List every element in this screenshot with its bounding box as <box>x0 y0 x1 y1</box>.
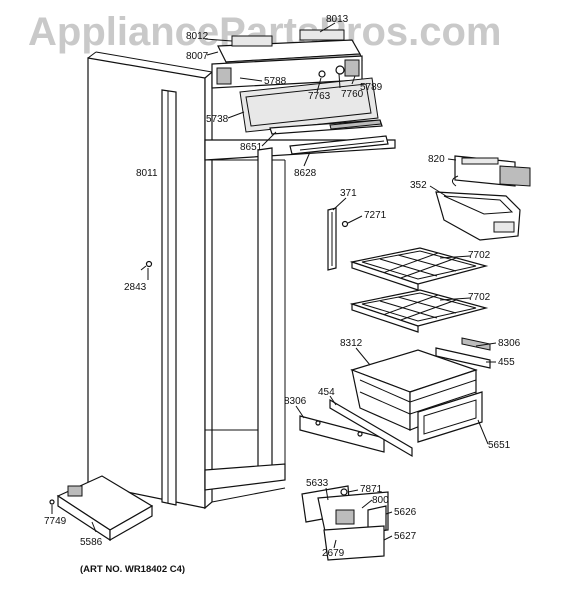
label-8013: 8013 <box>326 14 349 25</box>
door-trim-strip <box>161 89 177 506</box>
label-2843: 2843 <box>124 282 147 293</box>
air-duct <box>289 135 389 155</box>
label-5789: 5789 <box>360 82 383 93</box>
leader-lines <box>51 22 497 549</box>
ice-bucket <box>435 191 521 241</box>
label-8628: 8628 <box>294 168 317 179</box>
part-labels: 8012 8013 8007 5788 5789 7763 7760 5738 … <box>44 14 521 559</box>
label-7271: 7271 <box>364 210 387 221</box>
label-455: 455 <box>498 357 515 368</box>
label-5788: 5788 <box>264 76 287 87</box>
wire-shelf-upper <box>349 247 489 291</box>
door-panel <box>87 51 213 510</box>
label-8012: 8012 <box>186 31 209 42</box>
label-7871: 7871 <box>360 484 383 495</box>
drawer-front <box>417 391 483 443</box>
label-5626: 5626 <box>394 507 417 518</box>
label-5738: 5738 <box>206 114 229 125</box>
damper-assembly <box>301 485 389 561</box>
label-8007: 8007 <box>186 51 209 62</box>
slide-rail-right <box>435 337 491 369</box>
icemaker <box>452 155 531 187</box>
label-352: 352 <box>410 180 427 191</box>
label-2679: 2679 <box>322 548 345 559</box>
label-8312: 8312 <box>340 338 363 349</box>
control-housing <box>211 29 363 89</box>
label-7760: 7760 <box>341 89 364 100</box>
label-5651: 5651 <box>488 440 511 451</box>
label-8306-left: 8306 <box>284 396 307 407</box>
label-820: 820 <box>428 154 445 165</box>
label-5586: 5586 <box>80 537 103 548</box>
label-5627: 5627 <box>394 531 417 542</box>
label-7749: 7749 <box>44 516 67 527</box>
light-bracket <box>269 119 383 135</box>
thermostat-housing <box>49 475 154 542</box>
label-454: 454 <box>318 387 335 398</box>
screw-2843 <box>140 260 153 271</box>
cabinet-frame <box>204 139 396 508</box>
light-shield <box>239 77 379 133</box>
wire-shelf-lower <box>349 289 489 333</box>
label-8651: 8651 <box>240 142 263 153</box>
label-371: 371 <box>340 188 357 199</box>
label-8306-right: 8306 <box>498 338 521 349</box>
label-800: 800 <box>372 495 389 506</box>
slide-rail-left <box>299 398 413 458</box>
art-number: (ART NO. WR18402 C4) <box>80 564 186 575</box>
label-5633: 5633 <box>306 478 329 489</box>
label-7702-lower: 7702 <box>468 292 491 303</box>
label-7763: 7763 <box>308 91 331 102</box>
shelf-support <box>327 207 349 271</box>
label-7702-upper: 7702 <box>468 250 491 261</box>
label-8011: 8011 <box>136 168 158 179</box>
